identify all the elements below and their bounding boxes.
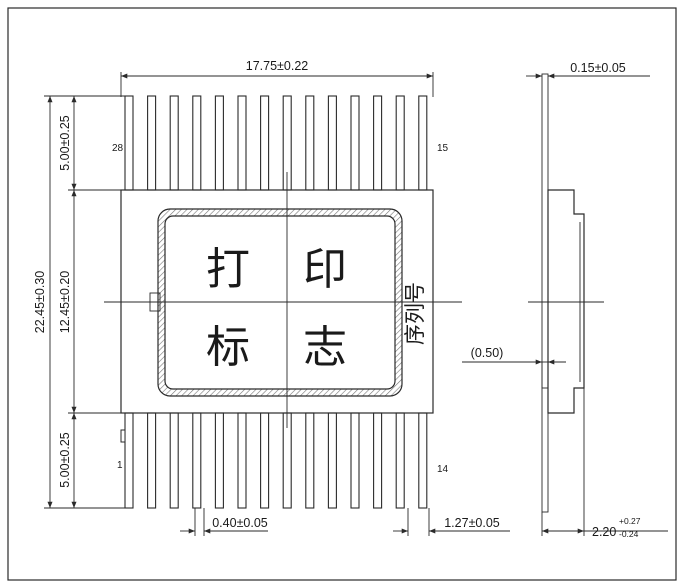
- side-standoff: [541, 361, 549, 389]
- bottom-lead: [147, 412, 157, 509]
- top-lead: [192, 95, 202, 191]
- lead-width-dim-text: 0.40±0.05: [212, 516, 268, 530]
- marking-char-1: 打: [206, 244, 250, 295]
- top-lead: [260, 95, 270, 191]
- front-view: 打 印 标 志 序列号 28 15 1 14 17.75±0.22 22.45±…: [33, 59, 510, 536]
- bottom-lead: [350, 412, 360, 509]
- package-body: [120, 189, 434, 414]
- top-leads: [124, 95, 428, 191]
- top-lead: [147, 95, 157, 191]
- bottom-lead-dim-text: 5.00±0.25: [58, 432, 72, 488]
- pin-label-14: 14: [437, 464, 449, 475]
- top-lead: [373, 95, 383, 191]
- top-width-dim-text: 17.75±0.22: [246, 59, 309, 73]
- bottom-lead: [169, 412, 179, 509]
- bottom-lead: [327, 412, 337, 509]
- top-lead: [327, 95, 337, 191]
- bottom-lead: [124, 412, 134, 509]
- top-lead: [237, 95, 247, 191]
- bottom-lead: [192, 412, 202, 509]
- bottom-lead: [237, 412, 247, 509]
- bottom-lead: [395, 412, 405, 509]
- side-height-tol-plus: +0.27: [619, 516, 641, 526]
- side-height-dim-text: 2.20: [592, 525, 616, 539]
- serial-number-label: 序列号: [403, 282, 427, 345]
- pin1-indicator: [120, 429, 126, 443]
- body-height-dim-text: 12.45±0.20: [58, 271, 72, 334]
- top-lead: [305, 95, 315, 191]
- side-height-tol-minus: -0.24: [619, 529, 639, 539]
- bottom-lead: [418, 412, 428, 509]
- top-lead-dim-text: 5.00±0.25: [58, 115, 72, 171]
- top-lead: [124, 95, 134, 191]
- marking-char-2: 印: [303, 244, 347, 295]
- top-lead: [169, 95, 179, 191]
- marking-char-4: 志: [303, 322, 347, 373]
- bottom-lead: [214, 412, 224, 509]
- standoff-dim-text: (0.50): [471, 346, 504, 360]
- side-body: [547, 189, 585, 414]
- bottom-lead: [260, 412, 270, 509]
- thickness-dim-text: 0.15±0.05: [570, 61, 626, 75]
- top-lead: [214, 95, 224, 191]
- marking-char-3: 标: [206, 322, 250, 373]
- pitch-dim-text: 1.27±0.05: [444, 516, 500, 530]
- bottom-leads: [120, 412, 428, 509]
- lid-inner: [164, 215, 396, 390]
- side-view: 0.15±0.05 (0.50) 2.20 +0.27 -0.24: [462, 61, 668, 539]
- pin-label-28: 28: [112, 143, 124, 154]
- top-lead: [418, 95, 428, 191]
- drawing-frame: [7, 7, 677, 581]
- top-lead: [395, 95, 405, 191]
- side-lead: [541, 73, 549, 513]
- pin-label-1: 1: [117, 460, 123, 471]
- bottom-lead: [305, 412, 315, 509]
- top-lead: [350, 95, 360, 191]
- pin-label-15: 15: [437, 143, 449, 154]
- overall-height-dim-text: 22.45±0.30: [33, 271, 47, 334]
- bottom-lead: [373, 412, 383, 509]
